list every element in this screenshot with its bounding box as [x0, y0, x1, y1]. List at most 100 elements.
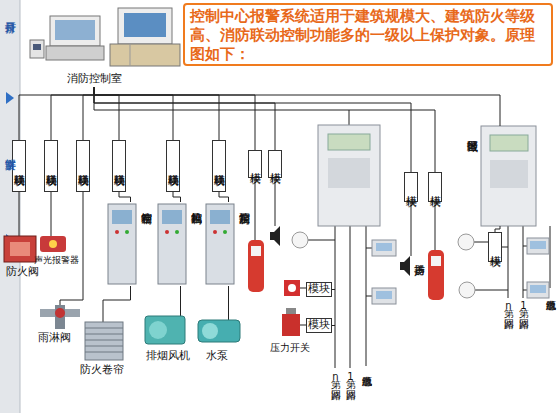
- wiring: [19, 110, 550, 368]
- bus-wire: [94, 87, 435, 172]
- repeater-display: [376, 291, 392, 299]
- module-box: 联动模块: [112, 140, 126, 192]
- wiring: [349, 110, 350, 125]
- control-console: [130, 44, 131, 66]
- module-box: 联动模块: [12, 140, 26, 192]
- control-cabinets: [112, 210, 132, 224]
- alarm-controller: [490, 160, 528, 188]
- wiring: [366, 296, 372, 297]
- control-cabinets: [115, 230, 119, 234]
- fire-damper: [10, 242, 30, 256]
- part-label: 防火阀: [6, 266, 39, 278]
- water-pump: [202, 323, 218, 339]
- wiring: [523, 246, 527, 247]
- bus-wire: [119, 192, 131, 202]
- field-devices: [459, 282, 475, 298]
- part-label: 防火卷帘: [80, 364, 124, 376]
- repeater-display: [376, 243, 392, 251]
- wiring: [275, 178, 276, 226]
- wiring: [335, 226, 336, 368]
- fire-shutter: [85, 328, 123, 352]
- control-cabinet: 风机控制箱: [158, 202, 203, 286]
- repeater-display: [527, 238, 549, 254]
- control-cabinets: [165, 230, 169, 234]
- control-cabinets: [162, 210, 182, 224]
- control-cabinets: [206, 204, 234, 284]
- field-devices: [288, 284, 296, 292]
- field-devices: [292, 232, 308, 248]
- wiring: [255, 178, 256, 240]
- control-console: [110, 44, 180, 66]
- bus-wire: [94, 87, 119, 140]
- control-cabinet: 泵房控制箱: [206, 202, 251, 286]
- control-console: [55, 20, 95, 40]
- module-box: 模块: [306, 282, 332, 297]
- room-label-box: 消防控制室: [62, 72, 126, 87]
- control-console: [30, 8, 180, 66]
- bus-wire: [83, 87, 94, 140]
- part-label: 第n回路: [330, 371, 341, 382]
- wiring: [435, 202, 436, 250]
- water-pump: [198, 320, 240, 342]
- sidebar: [20, 0, 21, 413]
- module-box: 联动模块: [76, 140, 90, 192]
- title-box: 控制中心报警系统适用于建筑规模大、建筑防火等级高、消防联动控制功能多的一级以上保…: [183, 3, 553, 66]
- fire-shutter: [85, 322, 123, 360]
- field-devices: [286, 308, 296, 314]
- repeater-display: [530, 285, 546, 293]
- control-cabinets: [125, 230, 129, 234]
- wiring: [19, 192, 20, 236]
- node-text: 模块: [308, 283, 330, 295]
- wiring: [366, 248, 372, 249]
- bus-wire: [51, 87, 94, 140]
- module-box: 模块: [488, 232, 502, 262]
- part-label: 第1回路: [518, 300, 529, 311]
- part-label: 第1回路: [345, 371, 356, 382]
- bus-wire: [94, 87, 173, 140]
- repeater-display: [527, 282, 549, 298]
- wiring: [523, 290, 527, 291]
- wiring: [103, 286, 131, 322]
- deluge-valve: [40, 305, 80, 329]
- control-console: [118, 8, 172, 44]
- fire-damper: [4, 236, 36, 262]
- part-label: 第n回路: [503, 300, 514, 311]
- alarm-cabinet: 区域报警器: [464, 126, 536, 226]
- bus-wire: [173, 192, 181, 202]
- node-text: 模块: [308, 319, 330, 331]
- field-devices: [282, 232, 475, 336]
- control-console: [46, 46, 104, 60]
- part-label: 水泵: [206, 350, 228, 362]
- wiring: [411, 202, 412, 256]
- bus-wire: [219, 192, 229, 202]
- deluge-valve: [55, 305, 65, 329]
- fire-telephone: [428, 250, 444, 300]
- control-cabinets: [158, 204, 186, 284]
- control-cabinets: [108, 204, 136, 284]
- field-devices: [458, 234, 474, 250]
- wiring: [550, 226, 551, 288]
- water-pump: [198, 320, 240, 342]
- sound-light-alarm: [49, 240, 57, 248]
- repeater-display: [372, 238, 549, 304]
- module-box: 联动模块: [166, 140, 180, 192]
- title-text: 控制中心报警系统适用于建筑规模大、建筑防火等级高、消防联动控制功能多的一级以上保…: [190, 7, 535, 63]
- fire-damper: [4, 236, 36, 262]
- fire-telephone: [251, 246, 261, 256]
- alarm-controller: [490, 135, 528, 151]
- sidebar: [0, 0, 20, 413]
- sound-light-alarm: [40, 236, 66, 252]
- wiring: [228, 286, 229, 320]
- alarm-controller: [328, 158, 370, 188]
- wiring: [502, 247, 508, 248]
- alarm-controller: [481, 126, 536, 226]
- control-cabinets: [213, 230, 217, 234]
- wiring: [523, 226, 524, 298]
- bus-wire: [94, 87, 500, 126]
- fire-telephone: [431, 256, 441, 266]
- alarm-controller: [318, 125, 536, 226]
- field-devices: [284, 280, 300, 296]
- smoke-exhaust-fan: [145, 316, 185, 344]
- module-box: 模块: [428, 172, 442, 202]
